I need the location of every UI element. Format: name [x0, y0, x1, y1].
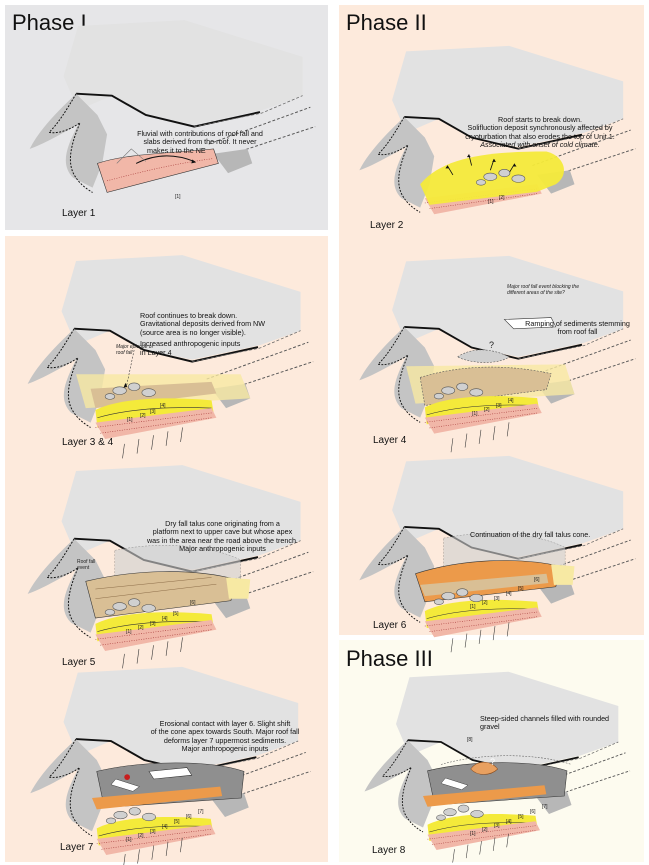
layer-4-small-line: different areas of the site?	[507, 291, 587, 297]
layer-8-label: Layer 8	[372, 845, 405, 856]
layer-5-marker-6: [6]	[190, 601, 196, 607]
layer-5-small-note: Roof fall event	[77, 560, 107, 571]
layer-4-marker-3: [3]	[496, 404, 502, 410]
layer-6-annotation-line: Continuation of the dry fall talus cone.	[470, 531, 620, 539]
layer-3-4-marker-1: [1]	[127, 418, 133, 424]
layer-5-small-line: event	[77, 566, 107, 572]
layer-8-annotation-line: gravel	[480, 723, 620, 731]
layer-7-diagram	[18, 665, 318, 855]
layer-8-marker-7: [7]	[542, 805, 548, 811]
layer-5-annotation-line: Major anthropogenic inputs	[125, 545, 320, 553]
layer-7-marker-2: [2]	[138, 834, 144, 840]
layer-8-marker-5: [5]	[518, 815, 524, 821]
layer-6-annotation: Continuation of the dry fall talus cone.	[470, 531, 620, 539]
layer-1-annotation-line: makes it to the NE	[125, 147, 275, 155]
layer-2-marker-1: [1]	[488, 200, 494, 206]
layer-3-4-small-line: roof fall	[116, 351, 166, 357]
layer-3-4-marker-3: [3]	[150, 410, 156, 416]
layer-2-annotation: Roof starts to break down. Solifluction …	[440, 116, 640, 150]
layer-4-marker-1: [1]	[472, 412, 478, 418]
layer-6-marker-2: [2]	[482, 601, 488, 607]
layer-3-4-label: Layer 3 & 4	[62, 437, 113, 448]
layer-3-4-annotation-line: (source area is no longer visible).	[140, 329, 310, 337]
layer-4-annotation-line: from roof fall	[520, 328, 635, 336]
layer-3-4-marker-2: [2]	[140, 414, 146, 420]
layer-8-annotation: Steep-sided channels filled with rounded…	[480, 715, 620, 732]
layer-4-small-note: Major roof fall event blocking the diffe…	[507, 285, 587, 296]
phase-3-title: Phase III	[346, 646, 433, 672]
layer-6-marker-5: [5]	[518, 587, 524, 593]
layer-7-marker-5: [5]	[174, 820, 180, 826]
layer-3-4-marker-4: [4]	[160, 404, 166, 410]
layer-7-marker-4: [4]	[162, 825, 168, 831]
layer-2-label: Layer 2	[370, 220, 403, 231]
layer-7-marker-1: [1]	[126, 838, 132, 844]
layer-6-marker-1: [1]	[470, 605, 476, 611]
layer-4-label: Layer 4	[373, 435, 406, 446]
layer-4-marker-2: [2]	[484, 408, 490, 414]
layer-8-question: ?	[490, 760, 495, 766]
layer-5-marker-3: [3]	[150, 622, 156, 628]
layer-2-annotation-italic: Associated with onset of cold climate.	[440, 141, 640, 149]
layer-1-label: Layer 1	[62, 208, 95, 219]
layer-4-question: ?	[489, 343, 494, 349]
layer-8-marker-2: [2]	[482, 828, 488, 834]
layer-1-annotation: Fluvial with contributions of roof fall …	[125, 130, 275, 155]
layer-7-marker-6: [6]	[186, 815, 192, 821]
layer-2-marker-2: [2]	[499, 196, 505, 202]
layer-5-marker-4: [4]	[162, 617, 168, 623]
layer-8-marker-3: [3]	[494, 824, 500, 830]
layer-5-diagram	[18, 460, 318, 660]
layer-4-marker-4: [4]	[508, 399, 514, 405]
layer-7-marker-7: [7]	[198, 810, 204, 816]
layer-7-marker-3: [3]	[150, 830, 156, 836]
layer-5-annotation: Dry fall talus cone originating from a p…	[125, 520, 320, 554]
layer-4-annotation: Ramping of sediments stemming from roof …	[520, 320, 635, 337]
phase-2-title: Phase II	[346, 10, 427, 36]
layer-6-marker-6: [6]	[534, 578, 540, 584]
layer-5-marker-5: [5]	[173, 612, 179, 618]
layer-8-marker-1: [1]	[470, 832, 476, 838]
layer-6-label: Layer 6	[373, 620, 406, 631]
layer-7-annotation: Erosional contact with layer 6. Slight s…	[135, 720, 315, 754]
layer-3-4-small-note: Major episode of roof fall	[116, 345, 166, 356]
layer-8-marker-8: [8]	[467, 738, 473, 744]
layer-5-marker-2: [2]	[138, 626, 144, 632]
layer-4-diagram	[350, 250, 640, 445]
layer-7-annotation-line: Major anthropogenic inputs	[135, 745, 315, 753]
layer-6-marker-4: [4]	[506, 592, 512, 598]
layer-6-diagram	[350, 450, 640, 645]
layer-8-marker-4: [4]	[506, 820, 512, 826]
layer-5-marker-1: [1]	[126, 630, 132, 636]
layer-8-marker-6: [6]	[530, 810, 536, 816]
layer-8-annotation-line: Steep-sided channels filled with rounded	[480, 715, 620, 723]
layer-6-marker-3: [3]	[494, 597, 500, 603]
layer-1-diagram	[20, 15, 320, 215]
layer-7-label: Layer 7	[60, 842, 93, 853]
layer-1-marker-1: [1]	[175, 195, 181, 201]
